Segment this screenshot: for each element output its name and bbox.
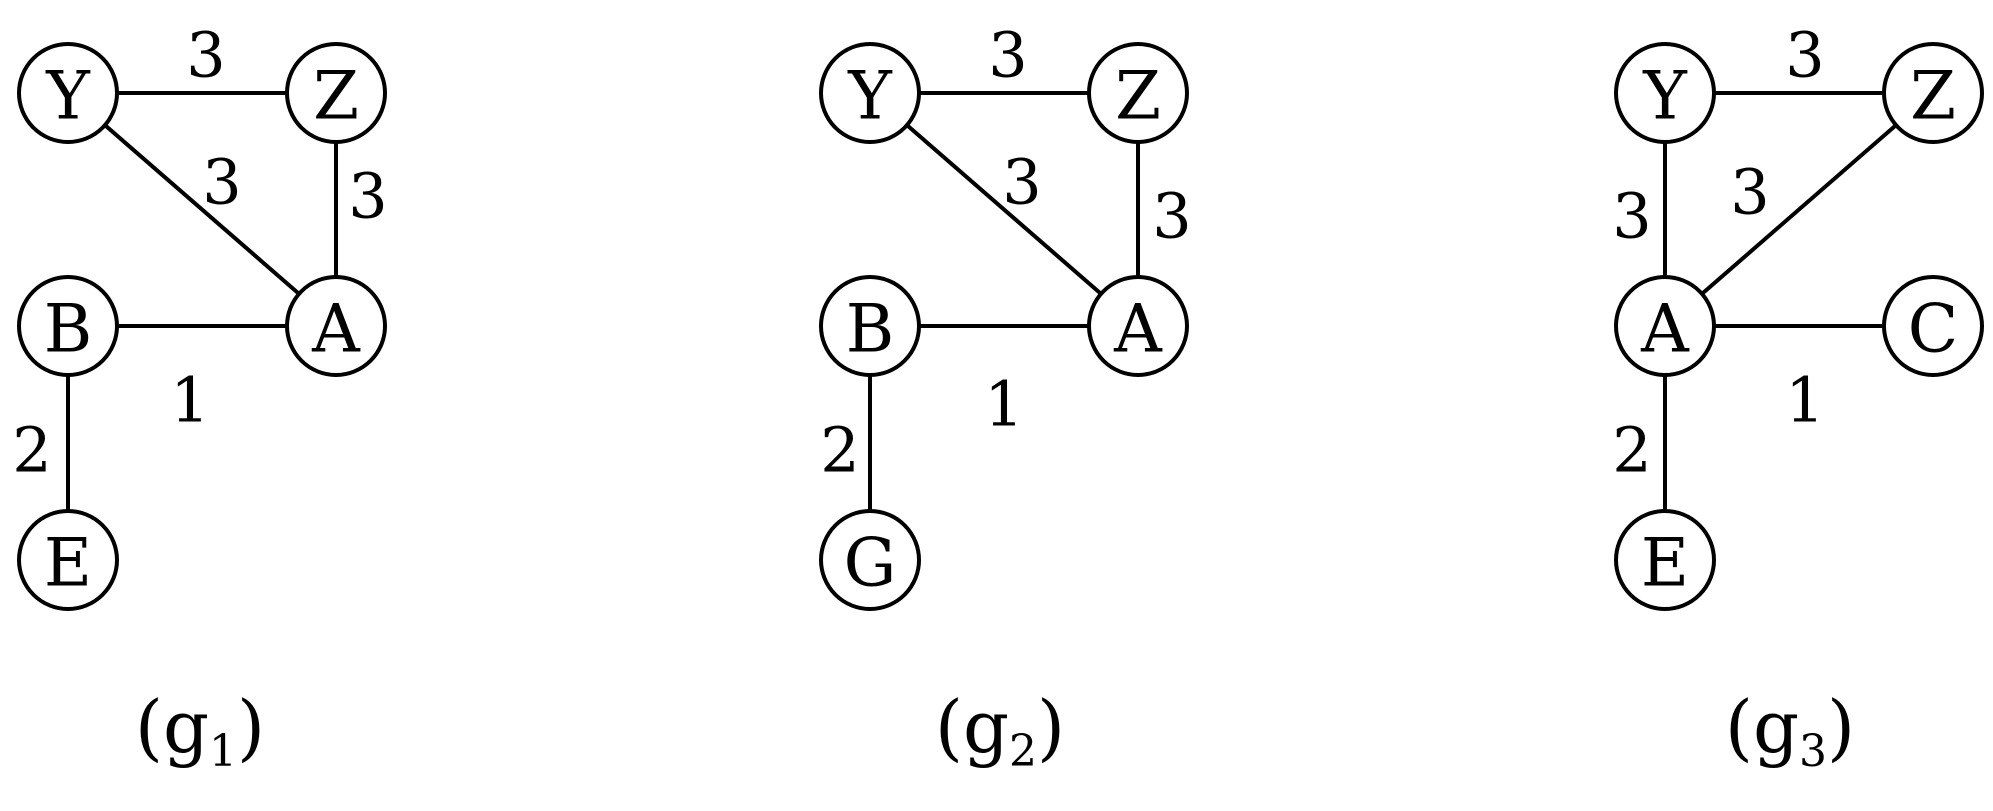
edge-weight-a-c: 1	[1785, 364, 1824, 437]
node-label: G	[844, 525, 897, 602]
edge-y-a	[868, 91, 1140, 328]
node-e: E	[17, 509, 119, 611]
node-a: A	[1087, 275, 1189, 377]
node-circle	[1882, 42, 1984, 144]
edge-weight-y-a: 3	[1730, 156, 1769, 229]
edge-weight-y-a: 3	[1002, 146, 1041, 219]
node-label: B	[44, 291, 93, 368]
edge-weight-y-z: 3	[186, 19, 225, 92]
edge-weight-y-z: 3	[988, 19, 1027, 92]
edge-weight-b-a: 1	[170, 364, 209, 437]
node-label: Y	[1642, 58, 1688, 135]
node-b: B	[819, 275, 921, 377]
node-a: A	[1614, 275, 1716, 377]
node-label: Y	[45, 58, 91, 135]
node-z: Z	[1087, 42, 1189, 144]
node-circle	[285, 275, 387, 377]
node-label: Z	[1115, 58, 1161, 135]
node-g: G	[819, 509, 921, 611]
node-label: Z	[313, 58, 359, 135]
edge-weight-z-a: 3	[348, 160, 387, 233]
edge-a-z	[1663, 91, 1935, 328]
node-circle	[1087, 42, 1189, 144]
node-circle	[1087, 275, 1189, 377]
node-circle	[285, 42, 387, 144]
edge-y-a	[66, 91, 338, 328]
node-circle	[819, 42, 921, 144]
node-label: C	[1908, 291, 1959, 368]
edge-weight-z-a: 3	[1152, 180, 1191, 253]
edge-weight-b-a: 1	[984, 368, 1023, 441]
edge-weight-a-z: 3	[1612, 180, 1651, 253]
node-circle	[1614, 275, 1716, 377]
node-z: Z	[1882, 42, 1984, 144]
node-circle	[17, 275, 119, 377]
edge-weight-y-z: 3	[1785, 19, 1824, 92]
node-circle	[1614, 509, 1716, 611]
node-circle	[17, 42, 119, 144]
node-circle	[819, 275, 921, 377]
node-label: A	[311, 291, 361, 368]
node-circle	[1614, 42, 1716, 144]
node-label: E	[44, 525, 92, 602]
graph-g2: 3 3 3 1 2 Y Z A B G (g2)	[819, 19, 1192, 777]
node-label: E	[1641, 525, 1689, 602]
node-b: B	[17, 275, 119, 377]
node-y: Y	[819, 42, 921, 144]
graph-caption: (g2)	[935, 685, 1065, 777]
graph-g1: 3 3 3 1 2 Y Z A B E (g1)	[12, 19, 387, 778]
node-circle	[17, 509, 119, 611]
node-a: A	[285, 275, 387, 377]
edge-weight-b-g: 2	[820, 414, 859, 487]
graph-caption: (g1)	[135, 685, 265, 777]
node-label: Y	[847, 58, 893, 135]
node-label: A	[1113, 291, 1163, 368]
node-label: B	[846, 291, 895, 368]
node-e: E	[1614, 509, 1716, 611]
node-label: Z	[1910, 58, 1956, 135]
node-y: Y	[17, 42, 119, 144]
node-z: Z	[285, 42, 387, 144]
node-circle	[819, 509, 921, 611]
node-c: C	[1882, 275, 1984, 377]
node-label: A	[1640, 291, 1690, 368]
node-circle	[1882, 275, 1984, 377]
edge-weight-a-e: 2	[1612, 414, 1651, 487]
edge-weight-b-e: 2	[12, 414, 51, 487]
edge-weight-y-a: 3	[202, 146, 241, 219]
node-y: Y	[1614, 42, 1716, 144]
graph-caption: (g3)	[1725, 685, 1855, 777]
